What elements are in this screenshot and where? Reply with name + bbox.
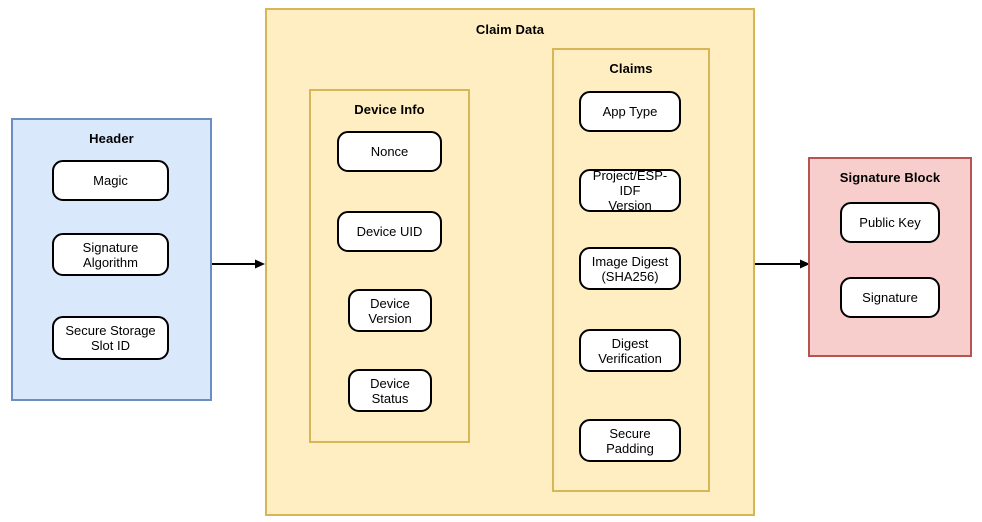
node-signature[interactable]: Signature (840, 277, 940, 318)
group-header-title: Header (89, 131, 134, 146)
group-device-info-title: Device Info (354, 102, 425, 117)
node-device-status[interactable]: Device Status (348, 369, 432, 412)
node-device-uid[interactable]: Device UID (337, 211, 442, 252)
node-magic[interactable]: Magic (52, 160, 169, 201)
group-signature-block[interactable]: Signature Block (808, 157, 972, 357)
arrowhead-icon (255, 259, 265, 269)
node-nonce[interactable]: Nonce (337, 131, 442, 172)
group-claims-title: Claims (609, 61, 653, 76)
node-digest-verification[interactable]: Digest Verification (579, 329, 681, 372)
node-secure-storage-slot-id[interactable]: Secure Storage Slot ID (52, 316, 169, 360)
node-app-type[interactable]: App Type (579, 91, 681, 132)
arrowhead-icon (800, 259, 810, 269)
node-project-esp-idf-version[interactable]: Project/ESP-IDF Version (579, 168, 681, 213)
node-public-key[interactable]: Public Key (840, 202, 940, 243)
node-image-digest-sha256[interactable]: Image Digest (SHA256) (579, 247, 681, 290)
node-device-version[interactable]: Device Version (348, 289, 432, 332)
node-secure-padding[interactable]: Secure Padding (579, 419, 681, 462)
connector-header-to-claim-data (212, 259, 265, 269)
group-claim-data-title: Claim Data (475, 22, 545, 37)
node-signature-algorithm[interactable]: Signature Algorithm (52, 233, 169, 276)
connector-claim-data-to-signature-block (755, 259, 810, 269)
group-signature-block-title: Signature Block (839, 170, 941, 185)
